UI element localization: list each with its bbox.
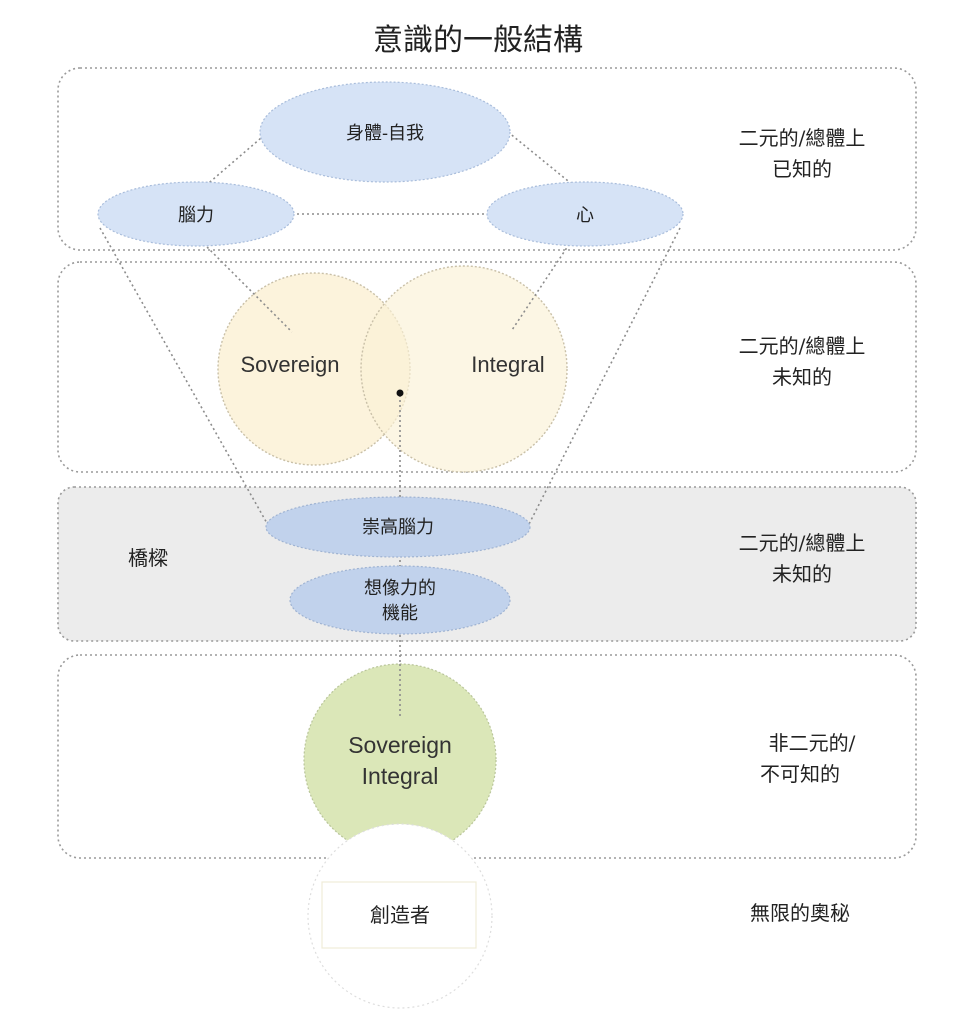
creator-inner-box — [321, 881, 477, 949]
band-4-label-line-2: 不可知的 — [760, 762, 840, 786]
imagination-label-line-1: 想像力的 — [364, 578, 436, 599]
higher-mind-node — [265, 496, 531, 558]
band-3-label-line-2: 未知的 — [772, 562, 832, 586]
band-3-label-line-1: 二元的/總體上 — [739, 531, 866, 555]
mind-node — [97, 181, 295, 247]
band-1-label-line-1: 二元的/總體上 — [739, 126, 866, 150]
sovereign-integral-label-line-2: Integral — [362, 763, 439, 789]
mind-label: 腦力 — [178, 205, 214, 226]
sovereign-integral-circle — [303, 663, 497, 857]
band-2-label-line-1: 二元的/總體上 — [739, 334, 866, 358]
center-point — [396, 389, 404, 397]
imagination-label-line-2: 機能 — [382, 603, 418, 624]
creator-circle — [307, 823, 493, 1009]
heart-label: 心 — [576, 205, 594, 226]
sovereign-label: Sovereign — [240, 352, 339, 377]
integral-circle — [360, 265, 568, 473]
body-self-node — [259, 81, 511, 183]
band-4-label-line-1: 非二元的/ — [769, 731, 856, 755]
creator-label: 創造者 — [370, 903, 430, 927]
band-2-label-line-2: 未知的 — [772, 365, 832, 389]
imagination-node — [289, 565, 511, 635]
integral-label: Integral — [471, 352, 544, 377]
sovereign-integral-label-line-1: Sovereign — [348, 732, 452, 758]
band-5-label: 無限的奧秘 — [750, 901, 850, 925]
body-self-label: 身體-自我 — [346, 123, 424, 144]
higher-mind-label: 崇高腦力 — [362, 517, 434, 538]
band-1-label-line-2: 已知的 — [772, 157, 832, 181]
diagram-title: 意識的一般結構 — [373, 23, 583, 58]
heart-node — [486, 181, 684, 247]
bridge-side-label: 橋樑 — [128, 546, 168, 570]
